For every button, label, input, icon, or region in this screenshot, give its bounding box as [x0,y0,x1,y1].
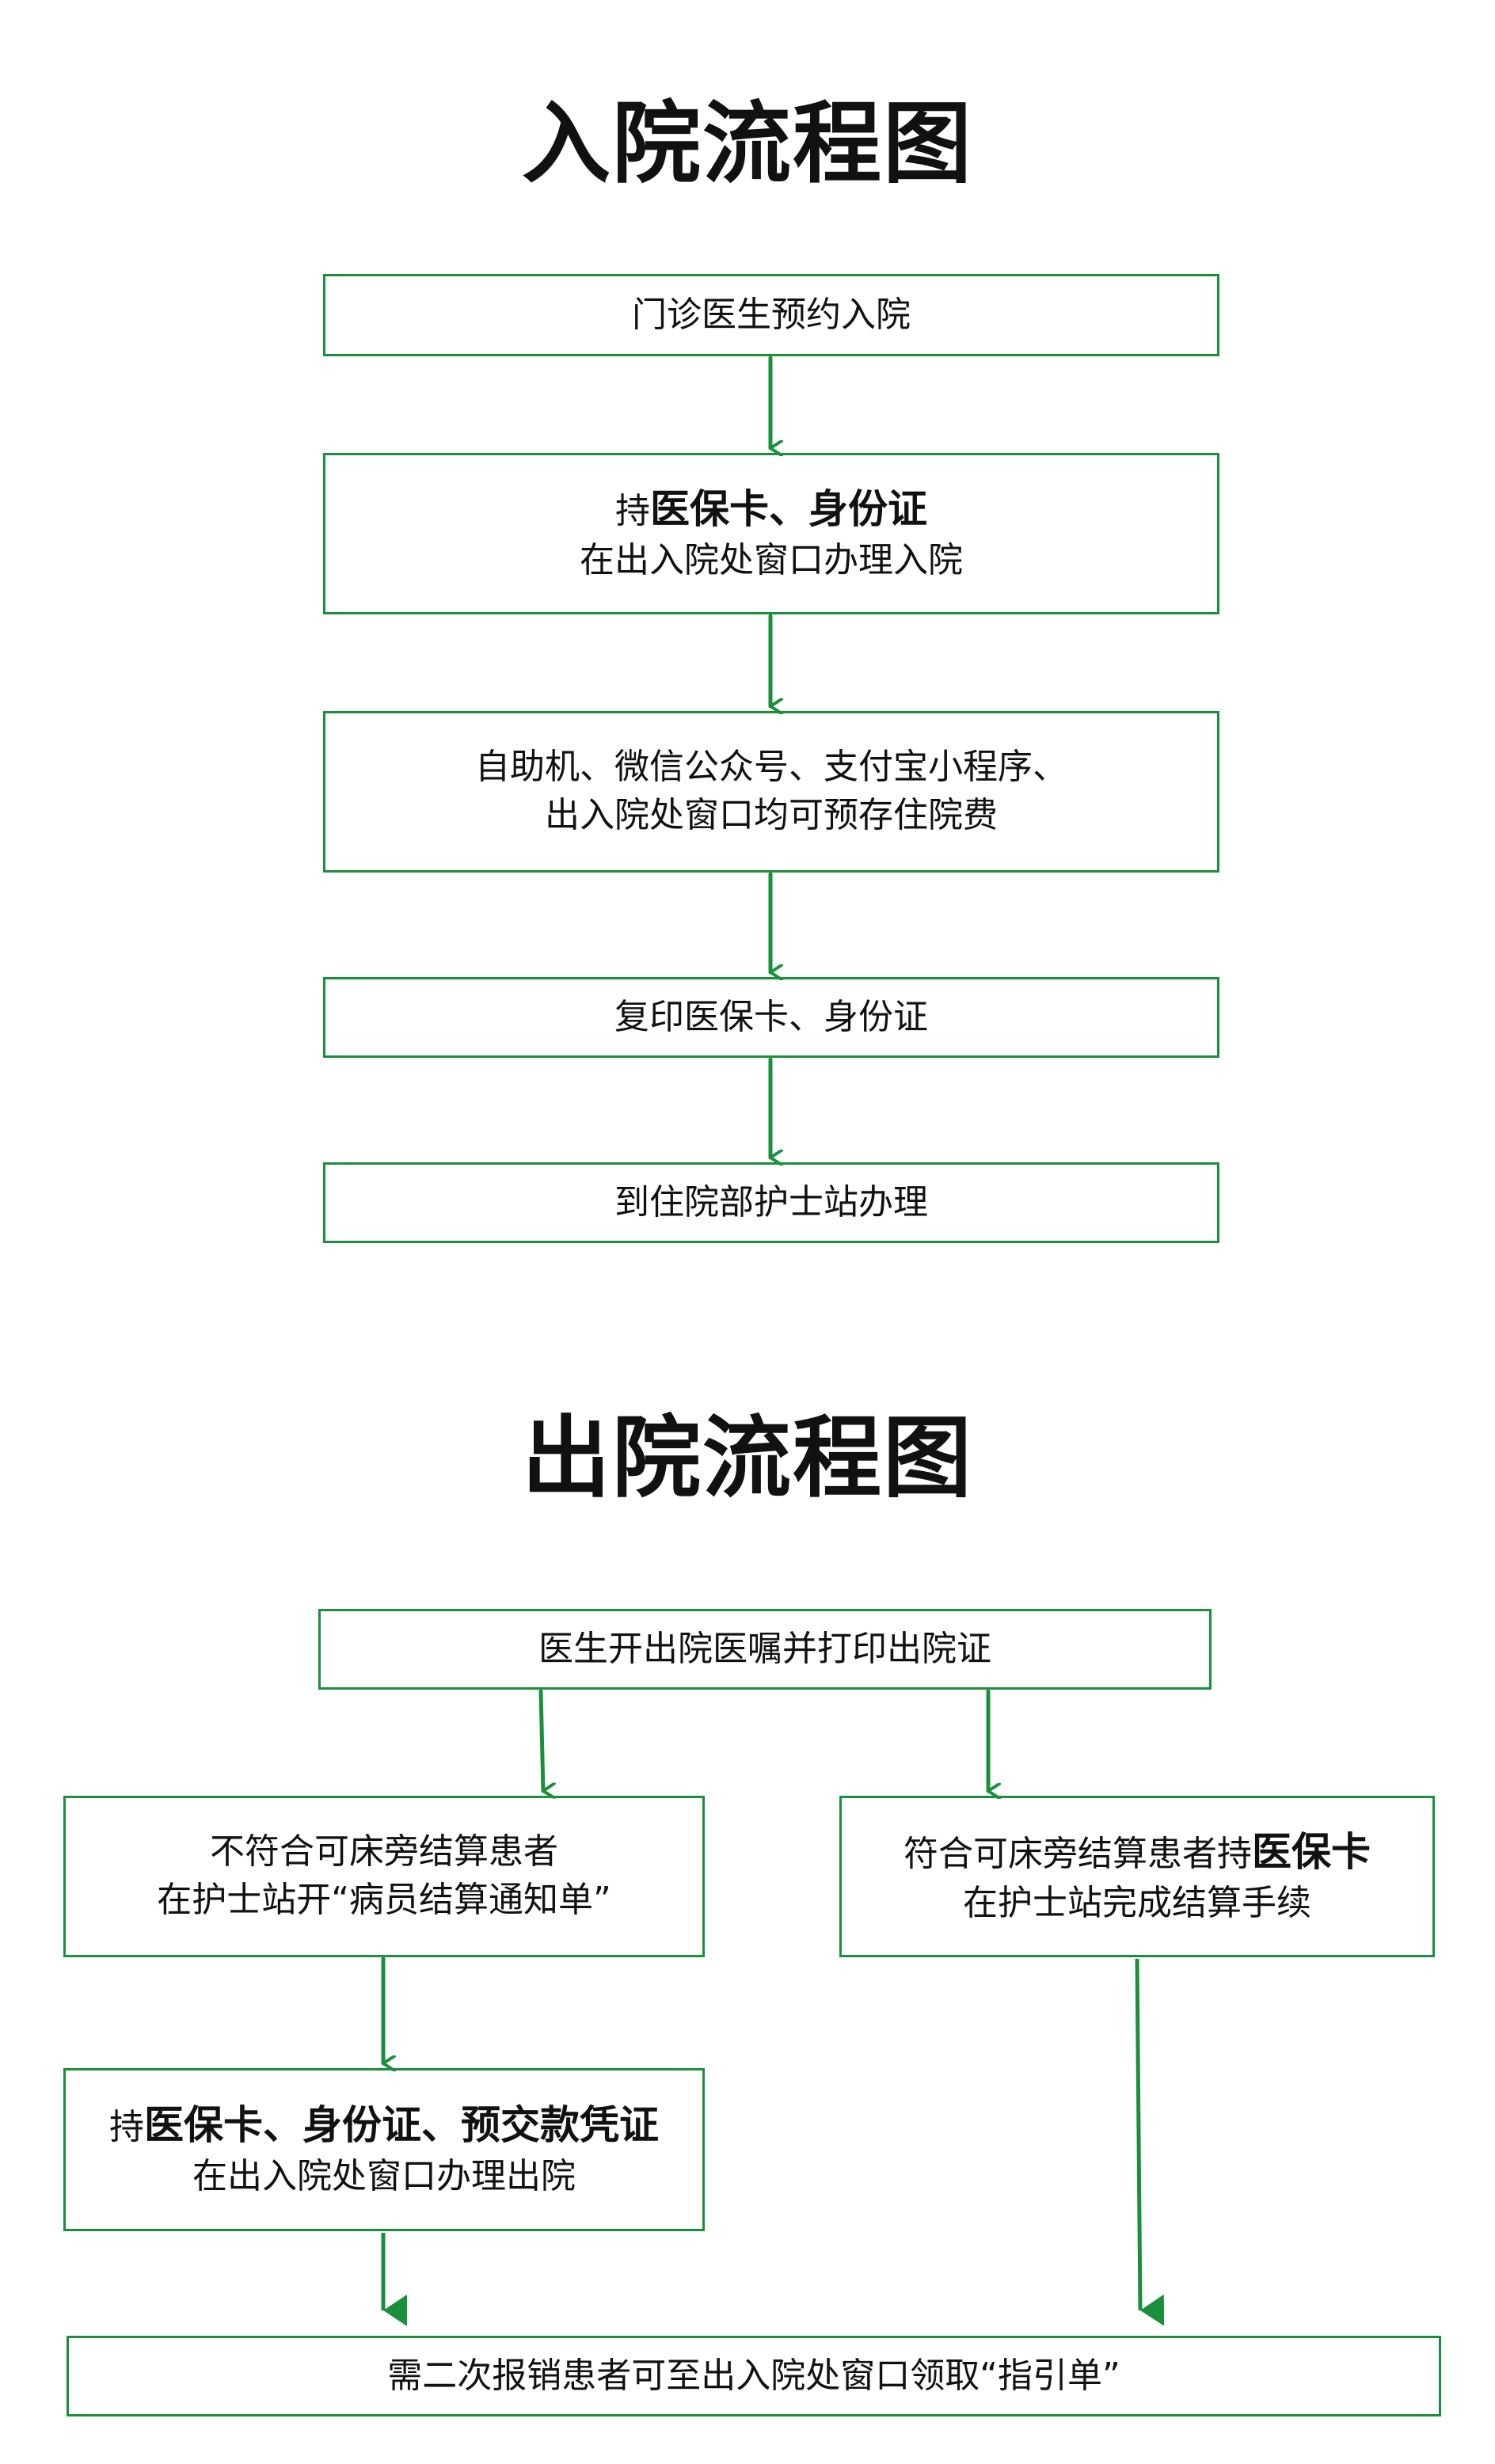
discharge-step-5: 需二次报销患者可至出入院处窗口领取“指引单” [67,2336,1441,2416]
arrow-discharge-1-2 [538,1689,543,1791]
admission-step-3-line1: 自助机、微信公众号、支付宝小程序、 [475,747,1067,788]
discharge-step-3: 符合可床旁结算患者持医保卡 在护士站完成结算手续 [839,1796,1435,1957]
discharge-step-4-line2: 在出入院处窗口办理出院 [192,2156,576,2197]
admission-step-4-text: 复印医保卡、身份证 [614,996,928,1037]
admission-step-2-line2: 在出入院处窗口办理入院 [580,540,963,581]
admission-step-2-prefix: 持 [615,491,650,532]
arrow-discharge-3-5 [1135,1958,1165,2326]
admission-step-1: 门诊医生预约入院 [323,274,1219,356]
discharge-step-2: 不符合可床旁结算患者 在护士站开“病员结算通知单” [63,1796,705,1957]
discharge-step-3-prefix: 符合可床旁结算患者持 [903,1834,1252,1875]
admission-step-2-bold: 医保卡、身份证 [650,486,927,533]
admission-step-3: 自助机、微信公众号、支付宝小程序、 出入院处窗口均可预存住院费 [323,711,1219,873]
discharge-step-4: 持医保卡、身份证、预交款凭证 在出入院处窗口办理出院 [63,2068,705,2231]
discharge-step-4-prefix: 持 [109,2107,144,2148]
admission-step-5: 到住院部护士站办理 [323,1162,1219,1243]
admission-step-1-text: 门诊医生预约入院 [632,294,911,335]
discharge-step-3-bold: 医保卡 [1252,1829,1371,1876]
discharge-step-3-line1: 符合可床旁结算患者持医保卡 [903,1825,1371,1880]
discharge-step-2-line1: 不符合可床旁结算患者 [210,1831,558,1873]
admission-step-3-line2: 出入院处窗口均可预存住院费 [545,795,998,835]
discharge-step-1-text: 医生开出院医嘱并打印出院证 [538,1628,991,1669]
discharge-title: 出院流程图 [522,1407,973,1510]
discharge-step-2-line2: 在护士站开“病员结算通知单” [157,1880,611,1920]
admission-step-2: 持医保卡、身份证 在出入院处窗口办理入院 [323,453,1219,614]
discharge-step-1: 医生开出院医嘱并打印出院证 [318,1609,1212,1690]
discharge-step-5-text: 需二次报销患者可至出入院处窗口领取“指引单” [387,2355,1120,2396]
discharge-step-4-line1: 持医保卡、身份证、预交款凭证 [109,2098,659,2153]
discharge-step-4-bold: 医保卡、身份证、预交款凭证 [144,2102,659,2149]
discharge-step-3-line2: 在护士站完成结算手续 [963,1883,1311,1924]
admission-title: 入院流程图 [522,93,973,196]
admission-step-2-line1: 持医保卡、身份证 [615,482,927,537]
admission-step-4: 复印医保卡、身份证 [323,977,1219,1058]
admission-step-5-text: 到住院部护士站办理 [614,1181,928,1222]
